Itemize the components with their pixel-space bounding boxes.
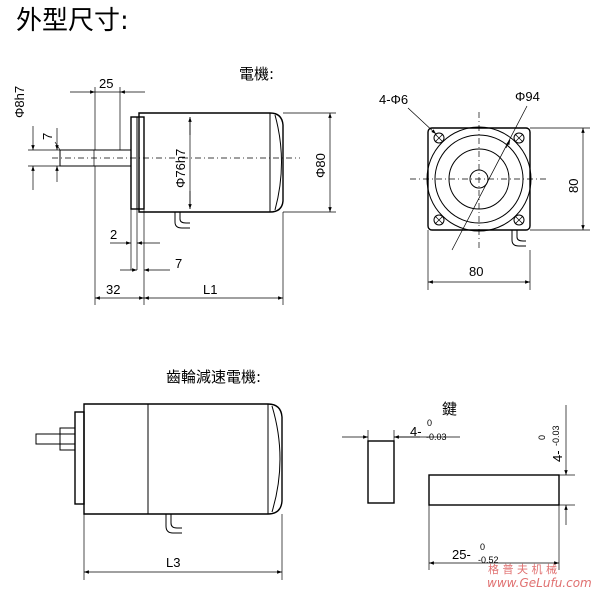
- motor-cable-2: [179, 212, 190, 224]
- dim-key-width: 4-: [410, 424, 422, 439]
- front-cable-2: [516, 230, 526, 242]
- mount-hole-bl: [433, 214, 445, 226]
- motor-section-title: 電機:: [239, 65, 274, 83]
- hole-cross: [434, 133, 444, 143]
- dim-length-l1: L1: [203, 282, 217, 297]
- motor-cable-1: [174, 212, 190, 229]
- gear-output-shaft: [35, 433, 76, 445]
- hole-cross: [514, 133, 524, 143]
- dim-square-width: 80: [469, 264, 483, 279]
- dim-key-width-tol: 0: [427, 418, 432, 428]
- dim-pcd: Φ94: [515, 89, 540, 104]
- mount-hole-tl: [433, 132, 445, 144]
- watermark-url: www.GeLufu.com: [487, 576, 592, 590]
- gearbox-flange: [74, 411, 85, 505]
- key-end-view: [367, 440, 395, 504]
- motor-end-cap-curve: [274, 114, 282, 211]
- dim-flange-spigot: Φ76h7: [173, 149, 188, 188]
- gear-motor-end-cap-curve: [271, 405, 281, 513]
- dim-key-length: 25-: [452, 547, 471, 562]
- gear-motor-section-title: 齒輪減速電機:: [166, 368, 261, 386]
- dim-holes: 4-Φ6: [379, 92, 408, 107]
- leader-line: [451, 105, 528, 251]
- dim-gap-7: 7: [175, 256, 182, 271]
- leader-line: [407, 107, 437, 135]
- front-cable: [511, 230, 526, 247]
- dim-length-l3: L3: [166, 555, 180, 570]
- dim-square-height: 80: [566, 179, 581, 193]
- key-title: 鍵: [442, 400, 457, 418]
- motor-side-view: Φ8h7 7 25 Φ76h7 Φ80 2 7: [12, 76, 336, 305]
- dim-gap-2: 2: [110, 227, 117, 242]
- key-detail: 鍵 4- 0 -0.03 4- 0 -0.03 25- 0 -0.52: [342, 400, 575, 570]
- dim-key-length-tol-low: -0.52: [478, 555, 499, 565]
- key-side-view: [428, 474, 560, 506]
- dim-shaft-len: 25: [99, 76, 113, 91]
- gear-motor-body: [83, 403, 283, 515]
- ext-line: [54, 141, 61, 151]
- mount-hole-br: [513, 214, 525, 226]
- hole-cross: [514, 215, 524, 225]
- gear-motor-cable-1: [165, 514, 182, 534]
- dim-body-dia: Φ80: [313, 153, 328, 178]
- page-title: 外型尺寸:: [16, 6, 129, 36]
- gear-motor-cable-2: [170, 514, 182, 529]
- dim-key-height: 4-: [550, 450, 565, 462]
- motor-body: [138, 112, 284, 213]
- dim-key-length-tol: 0: [480, 542, 485, 552]
- mount-hole-tr: [513, 132, 525, 144]
- gear-motor-side-view: L3: [35, 403, 283, 580]
- leader-arrow: [505, 139, 511, 149]
- hole-cross: [434, 215, 444, 225]
- gear-shaft-boss: [59, 427, 76, 451]
- dim-shaft-dia: Φ8h7: [12, 86, 27, 118]
- watermark-cn: 格 普 夫 机 械: [488, 562, 557, 576]
- dim-key-width-tol-low: -0.03: [426, 432, 447, 442]
- dim-key-height-tol-low: -0.03: [551, 425, 561, 446]
- dim-flange-32: 32: [106, 282, 120, 297]
- dim-key-height-tol: 0: [537, 435, 547, 440]
- motor-front-view: 4-Φ6 Φ94 80 80: [379, 89, 590, 290]
- dim-key-side: 7: [40, 133, 55, 140]
